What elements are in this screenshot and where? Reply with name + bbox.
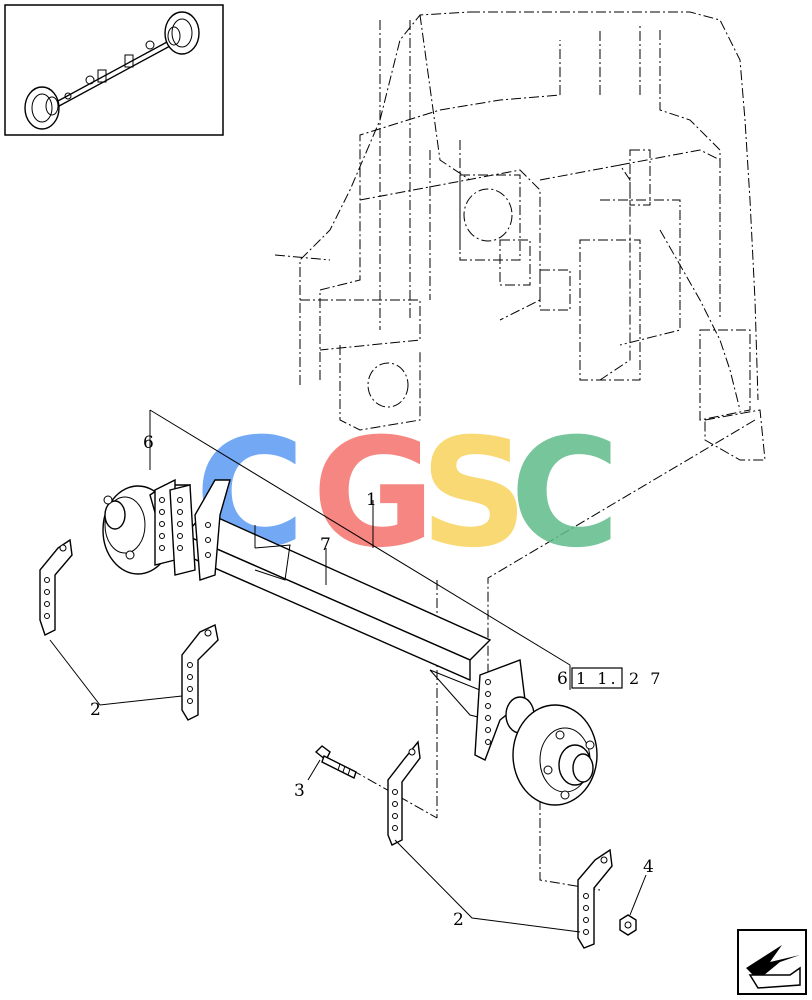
bracket-mid-left[interactable] [181,623,219,721]
callout-2-left: 2 [90,700,101,720]
callout-7: 7 [320,535,331,555]
section-reference[interactable]: 1 1. 2 7 [571,667,663,689]
bracket-upper-left[interactable] [39,538,73,636]
callout-leaders [49,409,647,933]
watermark-letter-s: S [420,407,528,581]
axle-beam[interactable] [183,510,492,721]
callout-2-bottom: 2 [453,910,464,930]
overview-thumbnail[interactable] [4,4,224,136]
machine-frame-outline [274,11,766,891]
callout-6-top: 6 [143,433,154,453]
callout-1: 1 [366,490,377,510]
callout-4: 4 [643,857,654,877]
nut[interactable] [619,914,637,936]
callout-3: 3 [294,781,305,801]
callout-6-right: 6 [557,669,568,689]
watermark-letter-c2: C [510,407,620,581]
section-reference-box: 1 1. [576,669,619,688]
section-reference-page: 2 7 [629,669,663,688]
hub-left[interactable] [102,478,231,581]
watermark-letter-g: G [312,407,435,581]
bracket-lower-middle[interactable] [387,740,421,846]
hub-right[interactable] [474,659,598,806]
arrow-icon[interactable] [737,929,807,995]
bracket-lower-right[interactable] [577,848,613,949]
bolt[interactable] [314,745,357,779]
